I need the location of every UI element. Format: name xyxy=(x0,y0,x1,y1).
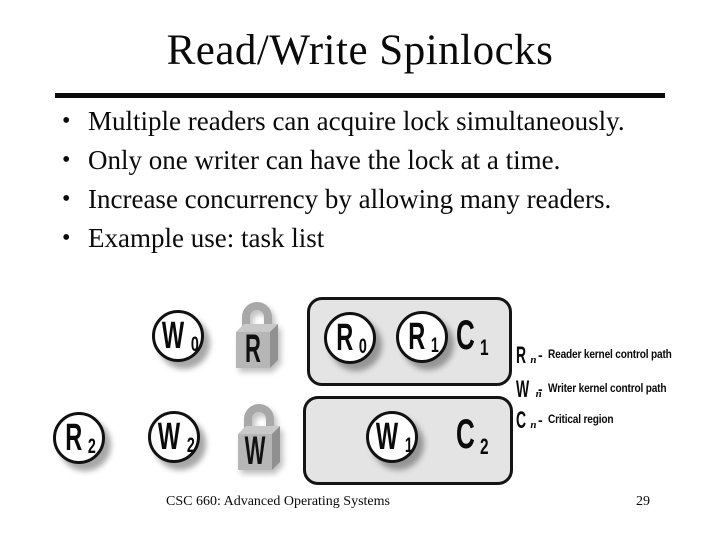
bullet-item: • Example use: task list xyxy=(62,220,625,259)
legend-symbol-letter: R xyxy=(516,342,527,369)
node-subscript: 0 xyxy=(190,332,199,356)
legend-symbol-subscript: n xyxy=(530,354,537,366)
legend-label: Critical region xyxy=(548,414,614,426)
bullet-icon: • xyxy=(62,186,71,212)
critical-region-box-1 xyxy=(307,297,512,386)
legend-label: Reader kernel control path xyxy=(548,349,672,361)
region-letter: C xyxy=(456,311,475,358)
critical-region-box-2 xyxy=(303,396,513,485)
node-letter: W xyxy=(162,315,185,357)
write-lock-icon: W xyxy=(238,404,280,472)
bullet-list: • Multiple readers can acquire lock simu… xyxy=(62,103,625,259)
legend-dash: - xyxy=(538,381,543,397)
lock-letter: R xyxy=(245,326,261,370)
node-subscript: 2 xyxy=(186,433,195,457)
bullet-item: • Increase concurrency by allowing many … xyxy=(62,181,625,220)
bullet-icon: • xyxy=(62,108,71,134)
bullet-icon: • xyxy=(62,147,71,173)
node-subscript: 2 xyxy=(87,434,96,458)
node-subscript: 0 xyxy=(358,334,367,358)
node-letter: R xyxy=(336,317,354,359)
region-subscript: 1 xyxy=(480,335,489,360)
bullet-text: Example use: task list xyxy=(88,223,325,253)
bullet-text: Multiple readers can acquire lock simult… xyxy=(88,106,625,136)
legend-dash: - xyxy=(538,347,543,363)
legend-symbol-subscript: n xyxy=(535,388,542,400)
legend-symbol-subscript: n xyxy=(530,419,537,431)
legend-symbol-letter: W xyxy=(516,376,530,403)
bullet-text: Increase concurrency by allowing many re… xyxy=(88,184,612,214)
region-letter: C xyxy=(456,410,475,457)
node-letter: R xyxy=(65,417,83,459)
title-underline xyxy=(55,93,665,98)
node-subscript: 1 xyxy=(430,333,439,357)
node-subscript: 1 xyxy=(404,433,413,457)
footer-page-number: 29 xyxy=(636,494,650,509)
footer-course-title: CSC 660: Advanced Operating Systems xyxy=(166,494,390,509)
read-lock-icon: R xyxy=(236,302,278,370)
bullet-item: • Multiple readers can acquire lock simu… xyxy=(62,103,625,142)
node-letter: W xyxy=(158,416,181,458)
bullet-text: Only one writer can have the lock at a t… xyxy=(88,145,561,175)
legend-symbol-letter: C xyxy=(516,407,527,434)
legend-label: Writer kernel control path xyxy=(548,383,667,395)
node-letter: R xyxy=(408,316,426,358)
page-title: Read/Write Spinlocks xyxy=(166,27,554,74)
region-subscript: 2 xyxy=(480,434,489,459)
bullet-icon: • xyxy=(62,225,71,251)
lock-letter: W xyxy=(245,428,266,472)
node-letter: W xyxy=(376,416,399,458)
bullet-item: • Only one writer can have the lock at a… xyxy=(62,142,625,181)
legend-dash: - xyxy=(538,412,543,428)
